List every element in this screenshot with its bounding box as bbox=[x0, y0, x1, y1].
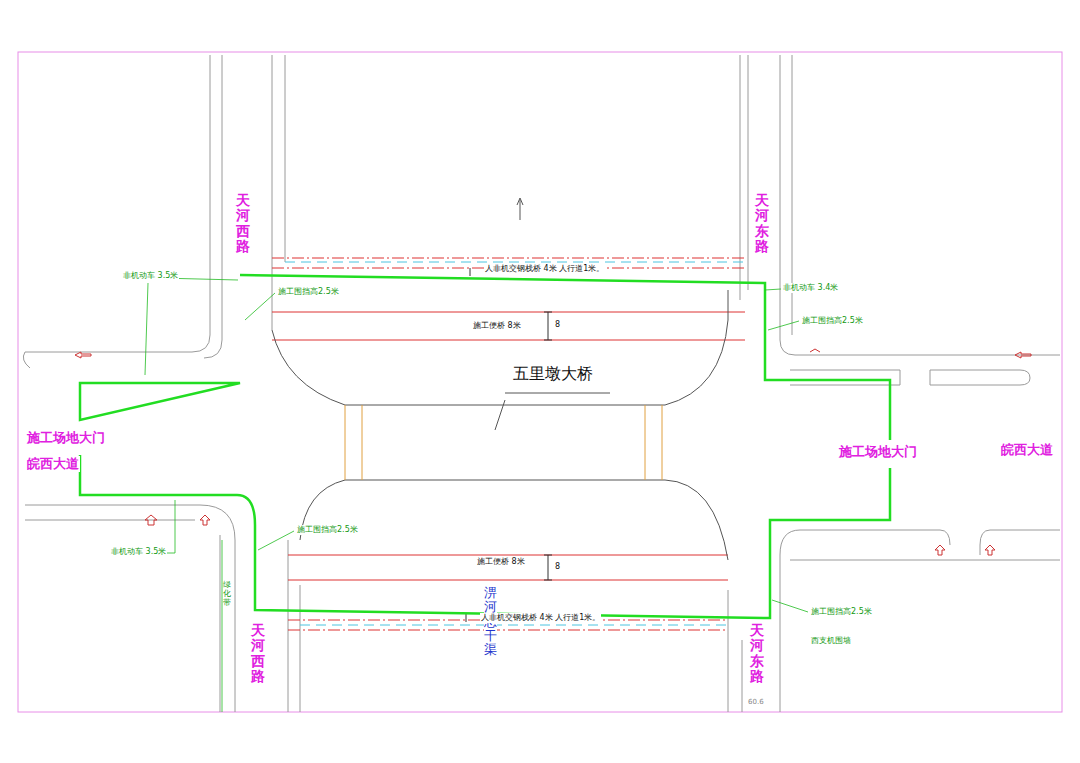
trestle-note: 人非机交钢栈桥 4米 人行道1米。 bbox=[484, 264, 605, 274]
north-arrow bbox=[517, 198, 523, 220]
elevation: 60.6 bbox=[747, 698, 765, 706]
green-strip-note: 绿化带 bbox=[223, 580, 231, 608]
dimension-lines bbox=[466, 268, 552, 622]
gate-label: 施工场地大门 bbox=[838, 444, 918, 460]
road-name: 天河西路 bbox=[236, 192, 250, 256]
bridge-piers bbox=[345, 405, 662, 480]
dimension: 8 bbox=[554, 562, 561, 572]
lane-note: 非机动车 3.5米 bbox=[122, 271, 179, 281]
fence-note: 施工围挡高2.5米 bbox=[277, 287, 340, 297]
dimension: 8 bbox=[554, 320, 561, 330]
road-lines bbox=[23, 55, 1060, 712]
bridge-note: 施工便桥 8米 bbox=[476, 557, 526, 567]
fence-note: 施工围挡高2.5米 bbox=[296, 525, 359, 535]
road-name: 皖西大道 bbox=[1000, 442, 1054, 458]
bridge-name: 五里墩大桥 bbox=[512, 364, 594, 383]
construction-fence bbox=[80, 275, 890, 618]
fence-note: 施工围挡高2.5米 bbox=[801, 316, 864, 326]
trestle-note: 人非机交钢栈桥 4米 人行道1米。 bbox=[480, 613, 601, 623]
bridge-note: 施工便桥 8米 bbox=[472, 321, 522, 331]
fence-note: 施工围挡高2.5米 bbox=[810, 607, 873, 617]
gate-label: 施工场地大门 bbox=[26, 430, 106, 446]
road-name: 皖西大道 bbox=[26, 456, 80, 472]
lane-note: 非机动车 3.5米 bbox=[110, 547, 167, 557]
drawing-frame bbox=[18, 52, 1062, 712]
lane-note: 非机动车 3.4米 bbox=[782, 283, 839, 293]
wall-note: 西支机围墙 bbox=[810, 636, 852, 646]
road-name: 天河东路 bbox=[750, 622, 764, 686]
bridge-outline bbox=[272, 290, 728, 560]
water-lines bbox=[285, 262, 745, 625]
green-strip bbox=[222, 540, 223, 712]
road-name: 天河西路 bbox=[251, 622, 265, 686]
road-name: 天河东路 bbox=[755, 192, 769, 256]
canal-edges bbox=[272, 258, 745, 630]
leader-lines bbox=[110, 278, 808, 612]
